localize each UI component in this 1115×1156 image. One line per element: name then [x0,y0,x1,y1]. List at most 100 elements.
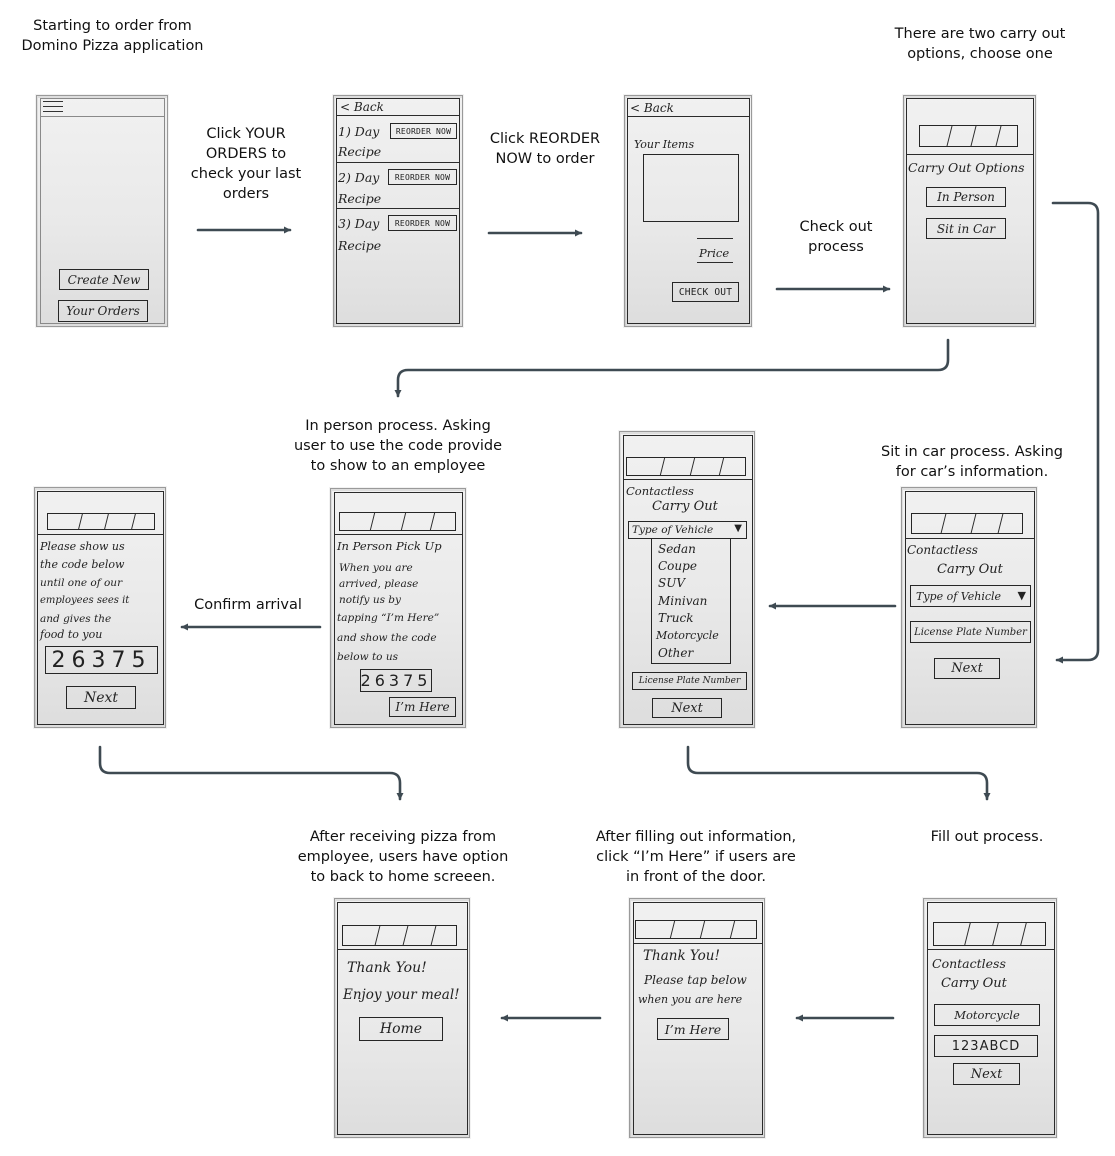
instruction-line: arrived, please [339,578,419,590]
reorder-now-button[interactable]: REORDER NOW [388,169,457,185]
screen-frame [40,98,165,324]
thank-you-text: Thank You! [643,948,720,964]
vehicle-option[interactable]: Sedan [658,542,696,556]
hamburger-menu-icon[interactable] [43,100,63,114]
screen-frame [334,492,463,725]
vehicle-type-dropdown[interactable]: Type of Vehicle ▼ [628,521,747,539]
connector-s4-s7 [394,338,950,398]
caption-confirm-arrival: Confirm arrival [194,597,302,613]
create-new-button[interactable]: Create New [59,269,149,290]
order-title: 1) Day [338,124,380,139]
progress-bar [933,922,1046,946]
im-here-button[interactable]: I’m Here [657,1018,729,1040]
screen-in-person-pickup: In Person Pick Up When you are arrived, … [330,488,466,728]
next-button[interactable]: Next [934,658,1000,679]
instruction-line: and gives the [40,613,112,625]
instruction-line: notify us by [339,594,401,606]
order-divider [336,208,460,209]
vehicle-option[interactable]: SUV [658,576,685,590]
header-divider [40,116,165,117]
contactless-title: Contactless [907,543,978,557]
back-link[interactable]: < Back [340,100,384,114]
order-title: 3) Day [338,216,380,231]
plate-field[interactable]: 123ABCD [934,1035,1038,1057]
screen-vehicle-dropdown: Contactless Carry Out Type of Vehicle ▼ … [619,431,755,728]
vehicle-option[interactable]: Coupe [658,559,697,573]
dropdown-arrow-icon: ▼ [1017,589,1026,602]
header-divider [623,479,753,480]
carry-out-title: Carry Out [652,499,718,514]
screen-thank-you-home: Thank You! Enjoy your meal! Home [334,898,470,1138]
items-box [643,154,739,222]
reorder-now-button[interactable]: REORDER NOW [390,123,457,139]
header-divider [337,949,468,950]
header-divider [334,534,463,535]
carry-out-title: Carry Out [937,562,1003,577]
thank-you-text: Thank You! [347,960,427,976]
next-button[interactable]: Next [66,686,136,709]
screen-frame [905,491,1035,725]
reorder-now-button[interactable]: REORDER NOW [388,215,457,231]
in-person-button[interactable]: In Person [926,187,1006,207]
contactless-title: Contactless [626,484,694,498]
vehicle-option[interactable]: Truck [658,611,694,625]
progress-bar [919,125,1018,147]
instruction-line: tapping “I’m Here” [337,612,440,624]
progress-bar [342,925,457,946]
header-divider [633,943,763,944]
order-subtitle: Recipe [338,191,382,206]
im-here-button[interactable]: I’m Here [389,697,456,717]
connector-s6-s9 [686,745,991,801]
next-button[interactable]: Next [652,698,722,718]
license-plate-field[interactable]: License Plate Number [910,621,1031,643]
license-plate-field[interactable]: License Plate Number [632,672,747,690]
instruction-line: Please tap below [644,973,747,987]
screen-frame [337,902,468,1135]
instruction-line: until one of our [40,577,123,589]
price-underline [697,262,733,263]
sit-in-car-button[interactable]: Sit in Car [926,218,1006,239]
screen-frame [336,98,460,324]
header-divider [906,154,1034,155]
checkout-button[interactable]: CHECK OUT [672,282,739,302]
vehicle-option[interactable]: Minivan [658,594,708,608]
vehicle-option[interactable]: Other [658,646,694,660]
back-link[interactable]: < Back [630,101,674,115]
in-person-title: In Person Pick Up [337,539,442,553]
order-title: 2) Day [338,170,380,185]
instruction-line: the code below [40,558,125,571]
screen-frame [633,902,763,1135]
next-button[interactable]: Next [953,1063,1020,1085]
header-divider [927,949,1055,950]
vehicle-option[interactable]: Motorcycle [656,629,719,642]
screen-home: Create New Your Orders [36,95,168,327]
pickup-code: 26375 [360,669,432,692]
progress-bar [626,457,746,476]
header-divider [37,534,164,535]
progress-bar [339,512,456,531]
vehicle-field[interactable]: Motorcycle [934,1004,1040,1026]
order-subtitle: Recipe [338,238,382,253]
progress-bar [635,920,757,939]
screen-frame [906,98,1034,324]
your-orders-button[interactable]: Your Orders [58,300,148,322]
home-button[interactable]: Home [359,1017,443,1041]
your-items-label: Your Items [634,138,695,151]
caption-fill-out: Fill out process. [930,829,1044,845]
caption-after-filling: After filling out information,click “I’m… [595,829,797,885]
instruction-line: food to you [40,628,103,641]
progress-bar [911,513,1023,534]
vehicle-type-dropdown[interactable]: Type of Vehicle ▼ [910,585,1031,607]
order-divider [336,162,460,163]
instruction-line: Please show us [40,540,125,553]
screen-frame [927,902,1055,1135]
screen-frame [627,98,750,324]
carry-out-title: Carry Out [941,976,1007,991]
price-label: Price [699,246,730,260]
connector-s8-s11 [98,745,404,801]
